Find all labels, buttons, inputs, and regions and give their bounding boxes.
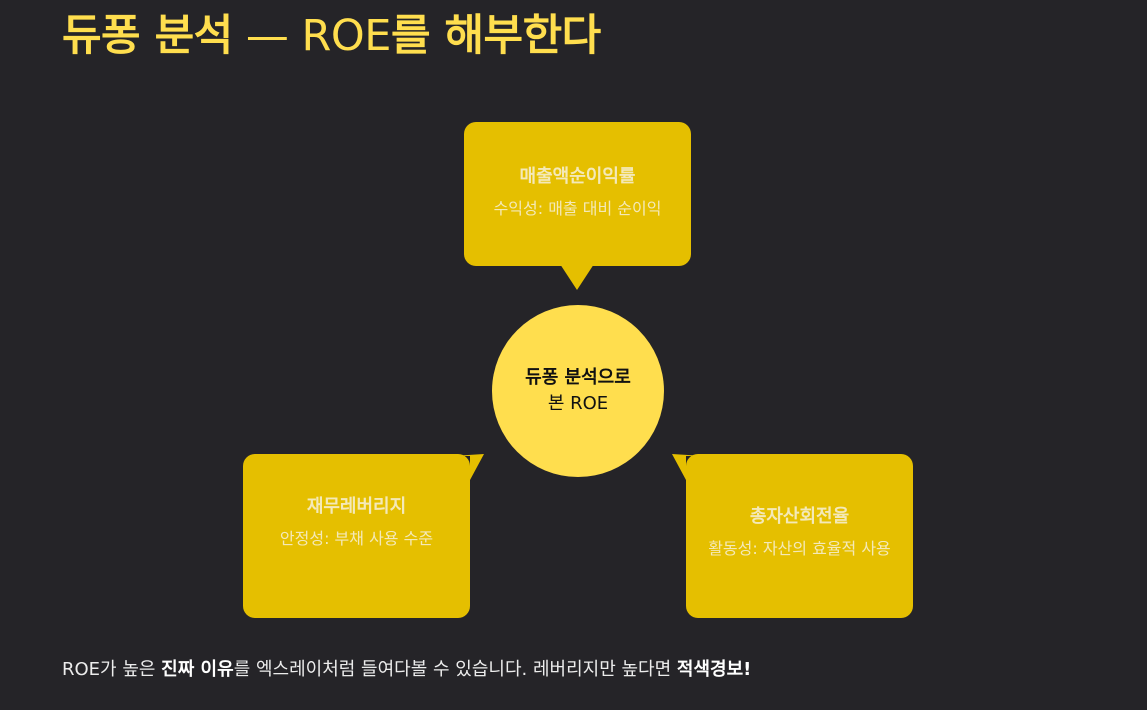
center-label-line2: 본 ROE — [547, 393, 609, 414]
box-description: 활동성: 자산의 효율적 사용 — [708, 539, 891, 558]
box-financial-leverage: 재무레버리지 안정성: 부채 사용 수준 — [243, 454, 470, 618]
box-right-pointer — [672, 454, 704, 480]
title-part-3: 를 해부한다 — [390, 11, 601, 61]
box-title: 재무레버리지 — [306, 496, 407, 517]
box-top-pointer — [560, 264, 594, 290]
box-left-shape — [243, 454, 470, 618]
footer-bold-2: 적색경보! — [676, 659, 752, 680]
center-label: 듀퐁 분석으로 본 ROE — [492, 305, 664, 477]
title-part-1: 듀퐁 분석 — [62, 11, 233, 61]
box-net-profit-margin: 매출액순이익률 수익성: 매출 대비 순이익 — [464, 122, 691, 266]
page-title: 듀퐁 분석 — ROE를 해부한다 — [62, 8, 601, 64]
footer-text-1: ROE가 높은 — [62, 659, 162, 680]
footer-bold-1: 진짜 이유 — [161, 659, 234, 680]
box-title: 매출액순이익률 — [519, 166, 636, 187]
box-asset-turnover: 총자산회전율 활동성: 자산의 효율적 사용 — [686, 454, 913, 618]
box-description: 수익성: 매출 대비 순이익 — [493, 199, 662, 218]
center-circle — [492, 305, 664, 477]
box-title: 총자산회전율 — [749, 506, 850, 527]
title-part-2: — ROE — [232, 11, 392, 61]
footer-text-2: 를 엑스레이처럼 들여다볼 수 있습니다. 레버리지만 높다면 — [233, 659, 677, 680]
box-left-pointer — [452, 454, 484, 480]
box-right-shape — [686, 454, 913, 618]
center-label-line1: 듀퐁 분석으로 — [525, 367, 631, 388]
footer-note: ROE가 높은 진짜 이유를 엑스레이처럼 들여다볼 수 있습니다. 레버리지만… — [62, 656, 751, 684]
box-top-shape — [464, 122, 691, 266]
box-description: 안정성: 부채 사용 수준 — [279, 529, 434, 548]
